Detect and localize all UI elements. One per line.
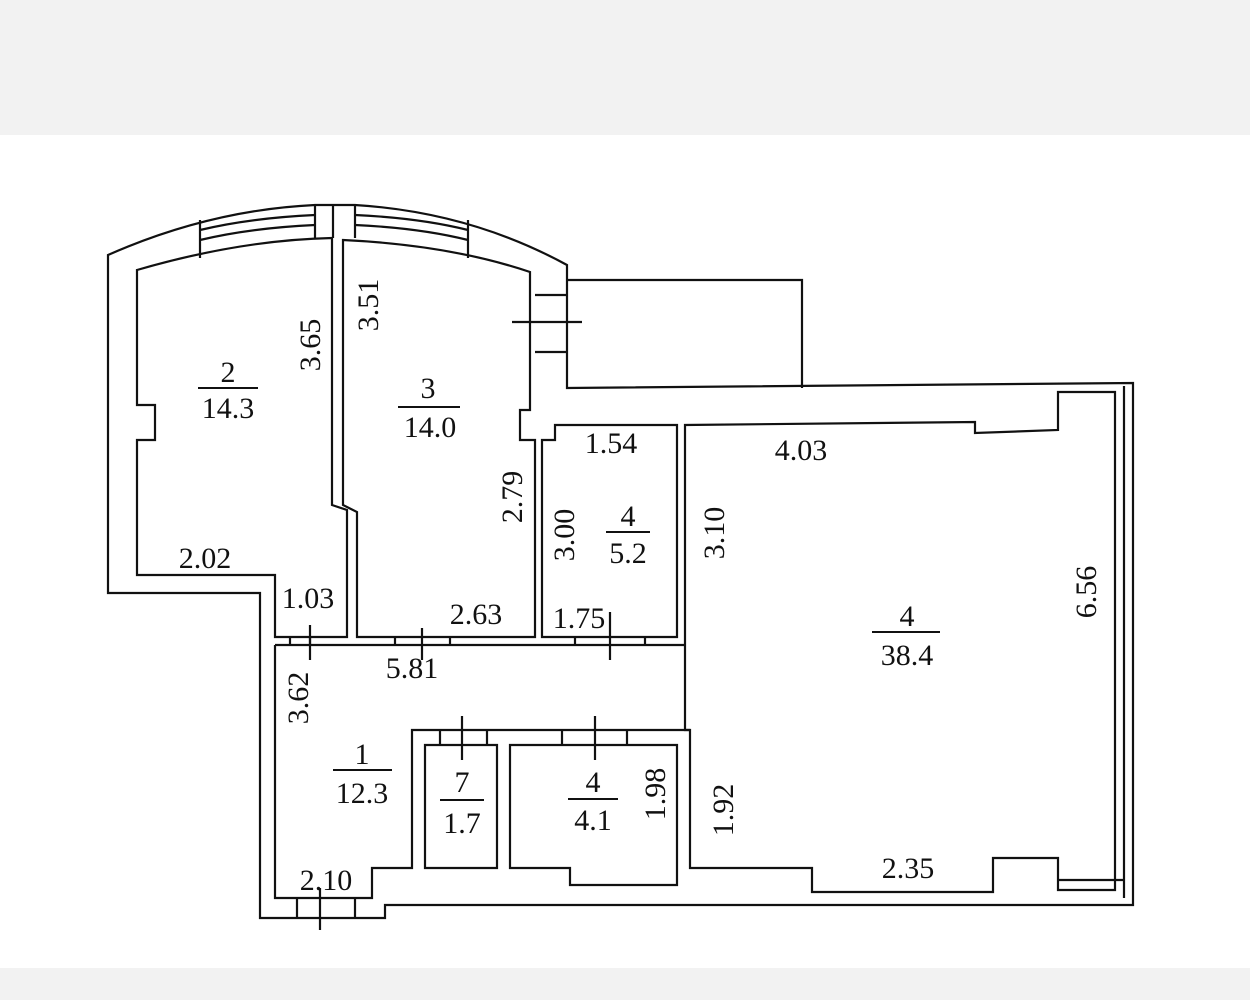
svg-text:7: 7 [455,766,470,799]
dimension-label: 4.03 [775,434,828,467]
dimension-label: 3.65 [294,319,327,372]
svg-text:5.2: 5.2 [609,537,647,570]
room-labels: 214.3 314.0 45.2 438.4 112.3 71.7 44.1 [198,356,940,840]
room-4a-label: 45.2 [606,500,650,570]
dimension-label: 3.00 [548,509,581,562]
dimension-label: 2.10 [300,864,353,897]
svg-text:4: 4 [586,766,601,799]
room-7-label: 71.7 [440,766,484,840]
dimension-labels: 3.65 3.51 2.02 1.03 2.79 2.63 1.54 3.00 … [179,279,1103,897]
room-2-label: 214.3 [198,356,258,425]
room-3-label: 314.0 [398,372,460,444]
dimension-label: 2.79 [496,471,529,524]
dimension-label: 2.35 [882,852,935,885]
svg-text:4: 4 [621,500,636,533]
dimension-label: 6.56 [1070,566,1103,619]
svg-text:4: 4 [900,600,915,633]
bottom-band [0,968,1250,1000]
svg-text:38.4: 38.4 [881,639,934,672]
svg-text:14.0: 14.0 [404,411,457,444]
dimension-label: 1.98 [639,768,672,821]
room-4b-label: 438.4 [872,600,940,672]
dimension-label: 1.03 [282,582,335,615]
dimension-label: 1.54 [585,427,638,460]
dimension-label: 2.02 [179,542,232,575]
room-1-label: 112.3 [333,738,392,810]
dimension-label: 3.51 [352,279,385,332]
top-band [0,0,1250,135]
dimension-label: 5.81 [386,652,439,685]
dimension-label: 1.75 [553,602,606,635]
svg-text:4.1: 4.1 [574,804,612,837]
dimension-label: 1.92 [707,784,740,837]
dimension-label: 2.63 [450,598,503,631]
dimension-label: 3.10 [698,507,731,560]
svg-text:3: 3 [421,372,436,405]
svg-text:2: 2 [221,356,236,389]
svg-text:12.3: 12.3 [336,777,389,810]
svg-text:1.7: 1.7 [443,807,481,840]
dimension-label: 3.62 [282,672,315,725]
svg-text:1: 1 [355,738,370,771]
svg-text:14.3: 14.3 [202,392,255,425]
walls [106,203,1135,930]
room-4c-label: 44.1 [568,766,618,837]
